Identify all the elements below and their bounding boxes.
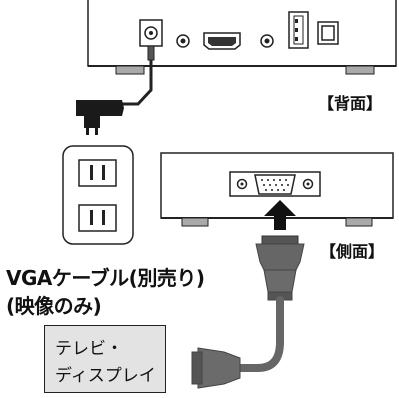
vga-cable-connector-top <box>255 235 305 301</box>
ac-adapter-body <box>76 100 124 116</box>
vga-cable-connector-bottom <box>191 347 241 389</box>
rear-device-foot-right <box>345 65 375 75</box>
cable-note-label: (映像のみ) <box>6 294 102 318</box>
cable-label: VGAケーブル(別売り) <box>6 266 205 290</box>
side-device <box>160 152 394 227</box>
tv-display-box: テレビ・ ディスプレイ <box>44 325 166 393</box>
outlet-socket-bottom <box>78 204 117 232</box>
side-device-foot-left <box>181 217 209 227</box>
rear-device <box>87 0 397 75</box>
ac-adapter <box>76 100 124 135</box>
hdmi-port-icon <box>203 32 241 50</box>
tv-label-line1: テレビ・ <box>55 339 123 359</box>
audio-jack-icon <box>260 34 274 48</box>
rear-label: 【背面】 <box>318 94 383 113</box>
insert-arrow-icon <box>264 200 296 230</box>
optical-port-icon <box>317 21 339 45</box>
audio-jack-icon <box>176 34 190 48</box>
outlet-socket-top <box>78 159 117 187</box>
vga-cable <box>236 296 284 372</box>
ac-adapter-prong-left <box>86 126 89 135</box>
usb-port-icon <box>288 11 309 49</box>
side-label: 【側面】 <box>320 242 385 261</box>
side-device-foot-right <box>345 217 373 227</box>
rear-device-foot-left <box>115 65 145 75</box>
rear-device-body <box>87 0 397 67</box>
wall-outlet <box>62 145 134 245</box>
ac-adapter-plug <box>84 116 100 128</box>
vga-port-icon <box>229 171 321 197</box>
power-cable <box>120 45 155 106</box>
tv-label-line2: ディスプレイ <box>55 366 156 386</box>
dc-power-port-icon <box>139 19 163 47</box>
ac-adapter-prong-right <box>95 126 98 135</box>
